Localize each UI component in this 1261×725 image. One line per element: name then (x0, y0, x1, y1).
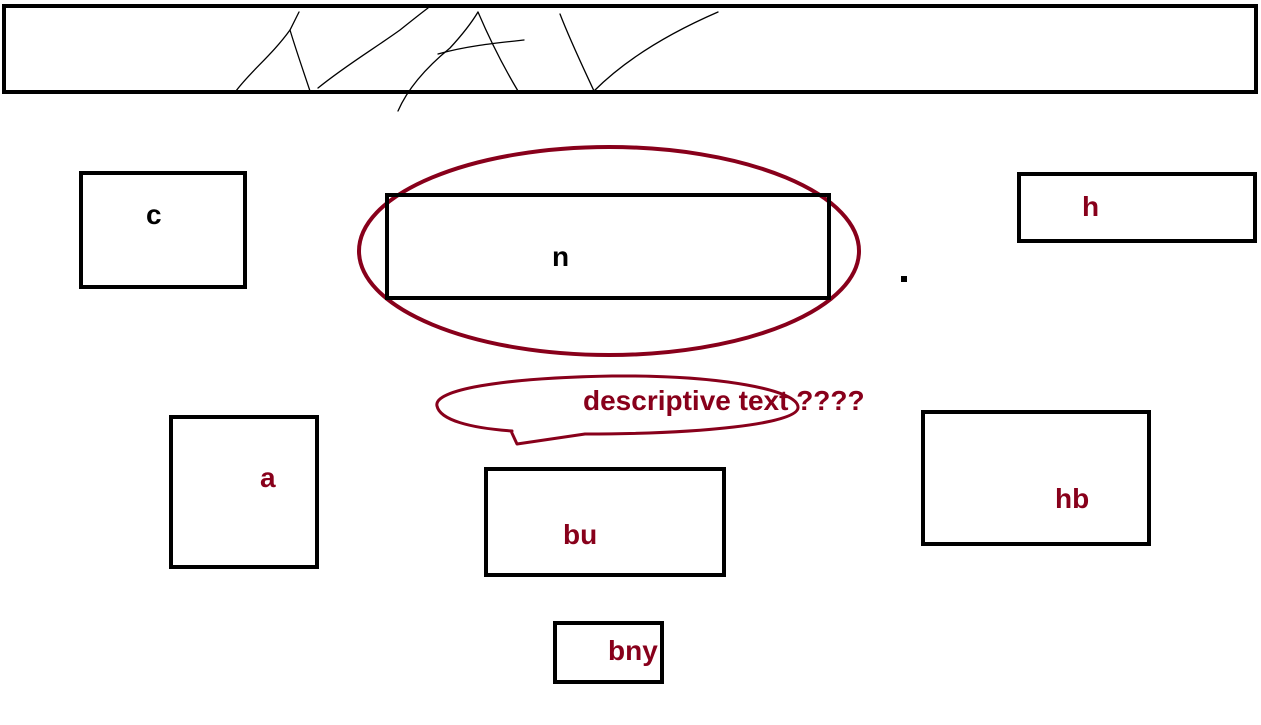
box-hb-label: hb (1055, 483, 1090, 514)
box-c (79, 171, 247, 289)
dot-mark (901, 276, 907, 282)
highlight-ellipse (357, 145, 861, 357)
box-bu (484, 467, 726, 577)
box-n (385, 193, 831, 300)
box-h-label: h (1082, 191, 1100, 222)
box-hb (921, 410, 1151, 546)
box-c-label: c (146, 199, 162, 230)
box-a (169, 415, 319, 569)
nav-bar (2, 4, 1258, 94)
box-bny-label: bny (608, 635, 658, 666)
box-a-label: a (260, 462, 276, 493)
speech-bubble (435, 374, 800, 446)
box-bu-label: bu (563, 519, 598, 550)
box-bny (553, 621, 664, 684)
box-n-label: n (552, 241, 570, 272)
box-h (1017, 172, 1257, 243)
annotation-text: descriptive text ???? (583, 385, 865, 416)
